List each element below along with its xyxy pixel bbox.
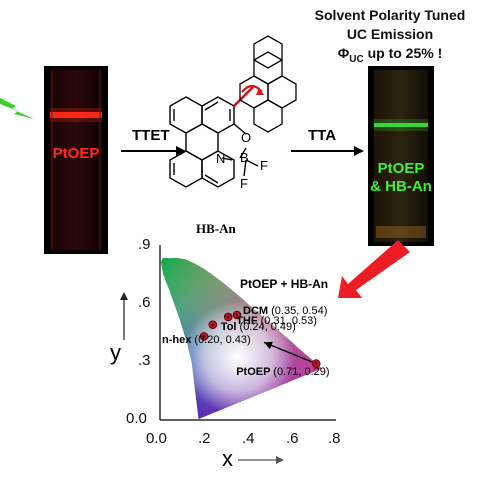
laser-bolt-icon [0,98,34,119]
right-cuvette-line2: & HB-An [370,178,432,195]
headline-line1: Solvent Polarity Tuned [314,7,466,23]
phi-rest: up to 25% ! [363,45,443,61]
cie-point-core-ptoep [315,362,318,365]
hb-an-molecule [169,96,259,188]
cie-point-core-n-hex [202,335,206,338]
cie-label-ptoep: PtOEP (0.71, 0.29) [236,366,329,378]
cie-label-thf: THF (0.31, 0.53) [236,315,317,327]
rotation-arrow-head [256,88,264,95]
atom-b: B [240,150,249,165]
right-cuvette-base [376,226,426,238]
right-cuvette-label: PtOEP & HB-An [362,160,440,196]
headline: Solvent Polarity Tuned UC Emission ΦUC u… [290,6,490,69]
cie-label-name: THF [236,314,261,327]
ttet-label: TTET [132,127,170,144]
x-tick-2: .4 [242,430,255,447]
atom-f1: F [260,158,268,173]
left-cuvette-beam-glow [50,108,102,122]
headline-line2: UC Emission [346,26,434,42]
phi-subscript: UC [349,53,364,65]
cie-label-coord: (0.71, 0.29) [273,365,330,378]
cie-label-dcm: DCM (0.35, 0.54) [243,305,327,317]
y-tick-1: .3 [138,352,151,369]
left-cuvette-text: PtOEP [52,145,100,162]
x-axis-title: x [222,446,233,471]
tta-arrow-head [354,146,364,156]
anthracene [239,35,297,133]
ttet-arrow-head [176,146,186,156]
atom-o: O [241,130,252,145]
y-axis-arrow-head [120,292,128,300]
red-pointer-arrow [338,240,410,298]
cie-markers [199,310,321,368]
cie-label-coord: (0.20, 0.43) [194,334,251,347]
x-axis-arrow-head [276,456,284,464]
cie-label-tol: Tol (0.24, 0.49) [221,321,296,333]
cie-label-coord: (0.24, 0.49) [239,320,296,333]
cie-label-name: Tol [220,320,240,333]
right-cuvette-beam [374,123,428,127]
emission-shift-arrow [263,341,317,365]
cie-diagram [160,257,322,419]
left-cuvette-beam [50,112,102,118]
cie-axes [159,245,336,421]
x-tick-4: .8 [328,430,341,447]
y-tick-3: .9 [138,236,151,253]
cie-point-core-dcm [235,313,239,317]
molecule-name: HB-An [196,221,236,236]
cie-label-coord: (0.35, 0.54) [271,305,328,317]
right-cuvette-beam-glow [374,119,428,131]
cie-label-n-hex: n-hex (0.20, 0.43) [162,334,251,346]
cie-label-name: PtOEP [236,365,274,378]
right-cuvette-glass [374,70,428,242]
left-cuvette-glass [50,70,102,250]
atom-f2: F [240,176,248,191]
headline-line3: ΦUC up to 25% ! [290,44,490,69]
x-tick-0: 0.0 [146,430,167,447]
left-cuvette-label: PtOEP [44,145,108,163]
x-tick-1: .2 [198,430,211,447]
atom-n: N [216,151,226,166]
y-axis-title: y [110,340,121,365]
cie-point-core-tol [211,323,214,326]
x-tick-3: .6 [286,430,299,447]
right-cuvette-line1: PtOEP [377,160,425,177]
emission-shift-arrow-head [264,341,273,350]
y-tick-2: .6 [138,294,151,311]
tta-label: TTA [308,127,337,144]
anthracene-bond [233,85,255,107]
cie-label-name: n-hex [162,334,195,347]
y-tick-0: 0.0 [126,410,147,427]
cie-label-coord: (0.31, 0.53) [260,314,317,327]
cie-point-core-thf [227,315,230,319]
cie-label-name: DCM [243,305,272,317]
series-title: PtOEP + HB-An [240,277,329,291]
phi-symbol: Φ [337,45,350,61]
